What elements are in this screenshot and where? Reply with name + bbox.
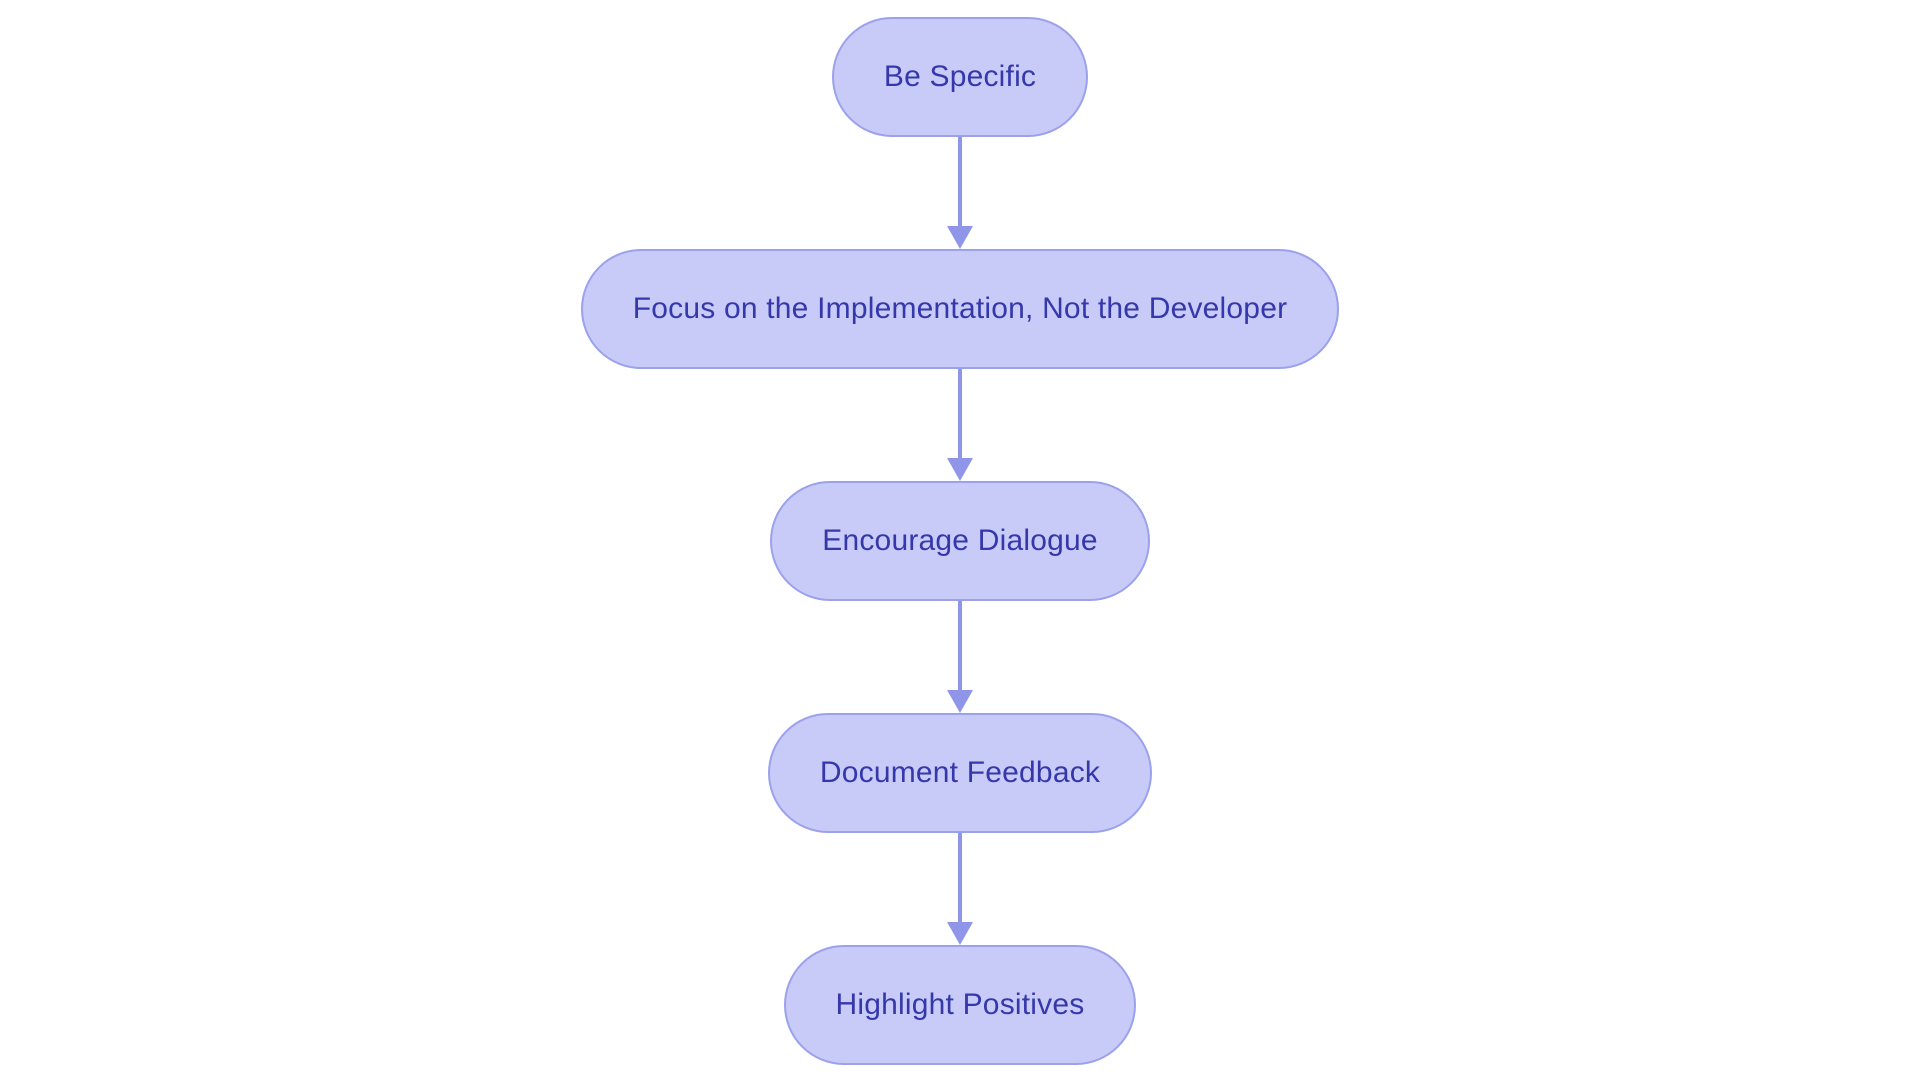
arrow-head-icon (947, 458, 973, 481)
flow-node-encourage-dialogue: Encourage Dialogue (770, 481, 1150, 601)
arrow-line (958, 369, 962, 461)
flow-node-label: Highlight Positives (835, 988, 1085, 1021)
arrow-head-icon (947, 690, 973, 713)
flow-node-be-specific: Be Specific (831, 17, 1089, 137)
flow-arrow (944, 601, 976, 713)
flow-node-highlight-positives: Highlight Positives (783, 945, 1137, 1065)
flow-node-label: Document Feedback (819, 756, 1101, 789)
flow-node-label: Be Specific (883, 60, 1037, 93)
flow-arrow (944, 369, 976, 481)
flow-arrow (944, 833, 976, 945)
flow-arrow (944, 137, 976, 249)
arrow-line (958, 833, 962, 925)
flow-node-label: Focus on the Implementation, Not the Dev… (632, 292, 1288, 325)
flow-node-focus-implementation: Focus on the Implementation, Not the Dev… (580, 249, 1340, 369)
arrow-head-icon (947, 226, 973, 249)
arrow-head-icon (947, 922, 973, 945)
flow-node-document-feedback: Document Feedback (767, 713, 1153, 833)
arrow-line (958, 601, 962, 693)
arrow-line (958, 137, 962, 229)
flow-node-label: Encourage Dialogue (822, 524, 1098, 557)
